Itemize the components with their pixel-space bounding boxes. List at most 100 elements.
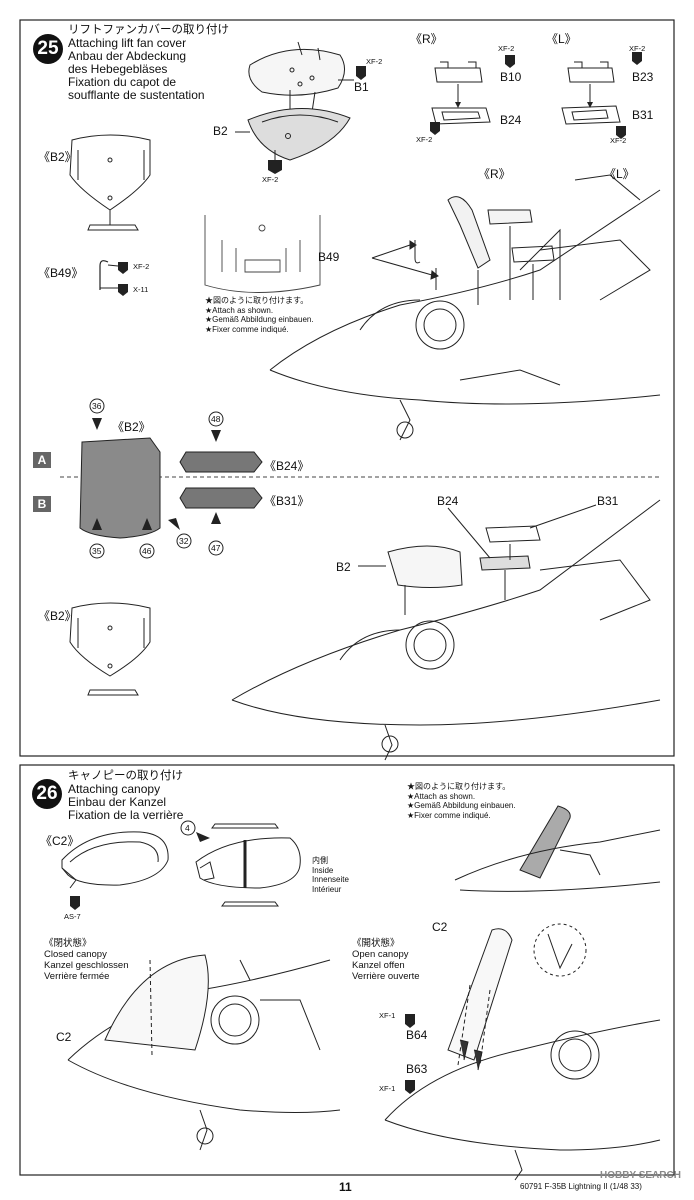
paint-xf2-l-bottom: XF-2 (610, 136, 627, 145)
part-c2-reference (61, 831, 169, 889)
label-b23: B23 (632, 70, 654, 84)
step-26-title-de: Einbau der Kanzel (68, 795, 167, 809)
attach-sketch (204, 215, 321, 293)
note-26-jp: ★図のように取り付けます。 (407, 782, 511, 791)
part-b2-reference (69, 134, 151, 231)
step-25-title-en: Attaching lift fan cover (68, 36, 187, 50)
note-26-de: ★Gemäß Abbildung einbauen. (407, 801, 516, 810)
note-25-de: ★Gemäß Abbildung einbauen. (205, 315, 314, 324)
label-r-main: 《R》 (478, 167, 511, 181)
step-26-title: キャノピーの取り付け Attaching canopy Einbau der K… (68, 770, 183, 822)
part-b49-reference (99, 260, 109, 290)
step-26-title-jp: キャノピーの取り付け (68, 770, 183, 782)
inside-label: 内側 Inside Innenseite Intérieur (312, 856, 349, 894)
inside-de: Innenseite (312, 875, 349, 884)
step-26-title-en: Attaching canopy (68, 782, 161, 796)
step-25-title-de-2: des Hebegebläses (68, 62, 168, 76)
label-b2-b: B2 (336, 560, 351, 574)
part-b2-reference-2 (69, 602, 151, 696)
closed-jp: 《閉状態》 (44, 938, 92, 949)
decal-46: 46 (142, 546, 152, 556)
step-26-title-fr: Fixation de la verrière (68, 808, 184, 822)
label-b1: B1 (354, 80, 369, 94)
decal-4: 4 (185, 823, 190, 833)
label-b31-option: 《B31》 (264, 494, 310, 508)
part-b23 (567, 61, 615, 83)
step-25-number: 25 (33, 34, 63, 64)
inside-fr: Intérieur (312, 884, 342, 894)
note-25: ★図のように取り付けます。 ★Attach as shown. ★Gemäß A… (205, 296, 314, 334)
paint-xf1-top: XF-1 (379, 1011, 396, 1020)
label-l: 《L》 (546, 32, 577, 46)
open-fr: Verrière ouverte (352, 971, 420, 982)
step-26-number: 26 (32, 779, 62, 809)
canopy-attach-sketch (454, 805, 661, 892)
inside-en: Inside (312, 865, 334, 875)
step-25-title-fr-2: soufflante de sustentation (68, 88, 205, 102)
decal-36: 36 (92, 401, 102, 411)
paint-xf2-l-top: XF-2 (629, 44, 646, 53)
part-b1-cover (248, 41, 345, 96)
paint-xf2-b2: XF-2 (262, 175, 279, 184)
decal-b24 (179, 451, 263, 473)
paint-xf2-b49: XF-2 (133, 262, 150, 271)
paint-xf2-r-top: XF-2 (498, 44, 515, 53)
label-c2-ref: 《C2》 (40, 834, 80, 848)
paint-as7: AS-7 (64, 912, 81, 921)
label-b64: B64 (406, 1028, 428, 1042)
decal-32: 32 (179, 536, 189, 546)
label-b49-ref: 《B49》 (38, 266, 84, 280)
aircraft-closed-canopy (67, 954, 341, 1151)
label-b2-ref-2: 《B2》 (38, 609, 77, 623)
label-b24-option: 《B24》 (264, 459, 310, 473)
closed-de: Kanzel geschlossen (44, 960, 129, 971)
note-25-jp: ★図のように取り付けます。 (205, 296, 309, 305)
closed-fr: Verrière fermée (44, 971, 110, 982)
paint-dot-xf2-b1 (356, 66, 366, 80)
note-26: ★図のように取り付けます。 ★Attach as shown. ★Gemäß A… (407, 782, 516, 820)
part-b2-cover (247, 107, 351, 161)
decal-47: 47 (211, 543, 221, 553)
label-c2-open: C2 (432, 920, 448, 934)
paint-dot-xf2-b2 (268, 160, 282, 174)
inside-jp: 内側 (312, 856, 328, 865)
footer-code: 60791 F-35B Lightning II (1/48 33) (520, 1182, 642, 1191)
decal-48: 48 (211, 414, 221, 424)
paint-xf2-b1: XF-2 (366, 57, 383, 66)
closed-canopy-caption: 《閉状態》 Closed canopy Kanzel geschlossen V… (44, 938, 129, 982)
label-r: 《R》 (410, 32, 443, 46)
label-c2-closed: C2 (56, 1030, 72, 1044)
open-jp: 《開状態》 (352, 938, 400, 949)
note-25-fr: ★Fixer comme indiqué. (205, 324, 289, 334)
part-b2-hatched-option (79, 437, 161, 539)
part-b24 (431, 107, 491, 125)
paint-xf2-r-bottom: XF-2 (416, 135, 433, 144)
aircraft-open-canopy (384, 923, 661, 1181)
label-b63: B63 (406, 1062, 428, 1076)
label-b10: B10 (500, 70, 522, 84)
canopy-inside-view (195, 823, 301, 907)
watermark: HOBBY SEARCH (600, 1170, 681, 1181)
closed-en: Closed canopy (44, 949, 107, 960)
step-25-title-jp: リフトファンカバーの取り付け (68, 24, 229, 36)
page-number: 11 (339, 1180, 352, 1194)
label-b31-l: B31 (632, 108, 654, 122)
step-25-title-de-1: Anbau der Abdeckung (68, 49, 187, 63)
label-b49-main: B49 (318, 250, 340, 264)
footer-code-number: 60791 (520, 1182, 543, 1191)
option-b-box: B (33, 496, 51, 512)
note-26-fr: ★Fixer comme indiqué. (407, 810, 491, 820)
note-25-en: ★Attach as shown. (205, 305, 274, 315)
option-a-box: A (33, 452, 51, 468)
footer-model: F-35B Lightning II (1/48 33) (544, 1182, 642, 1191)
open-en: Open canopy (352, 949, 409, 960)
open-de: Kanzel offen (352, 960, 405, 971)
aircraft-top-view-2 (231, 499, 661, 761)
label-b2-option: 《B2》 (112, 420, 151, 434)
step-25-title: リフトファンカバーの取り付け Attaching lift fan cover … (68, 24, 229, 102)
label-b2: B2 (213, 124, 228, 138)
label-b31-b: B31 (597, 494, 619, 508)
note-26-en: ★Attach as shown. (407, 791, 476, 801)
decal-35: 35 (92, 546, 102, 556)
